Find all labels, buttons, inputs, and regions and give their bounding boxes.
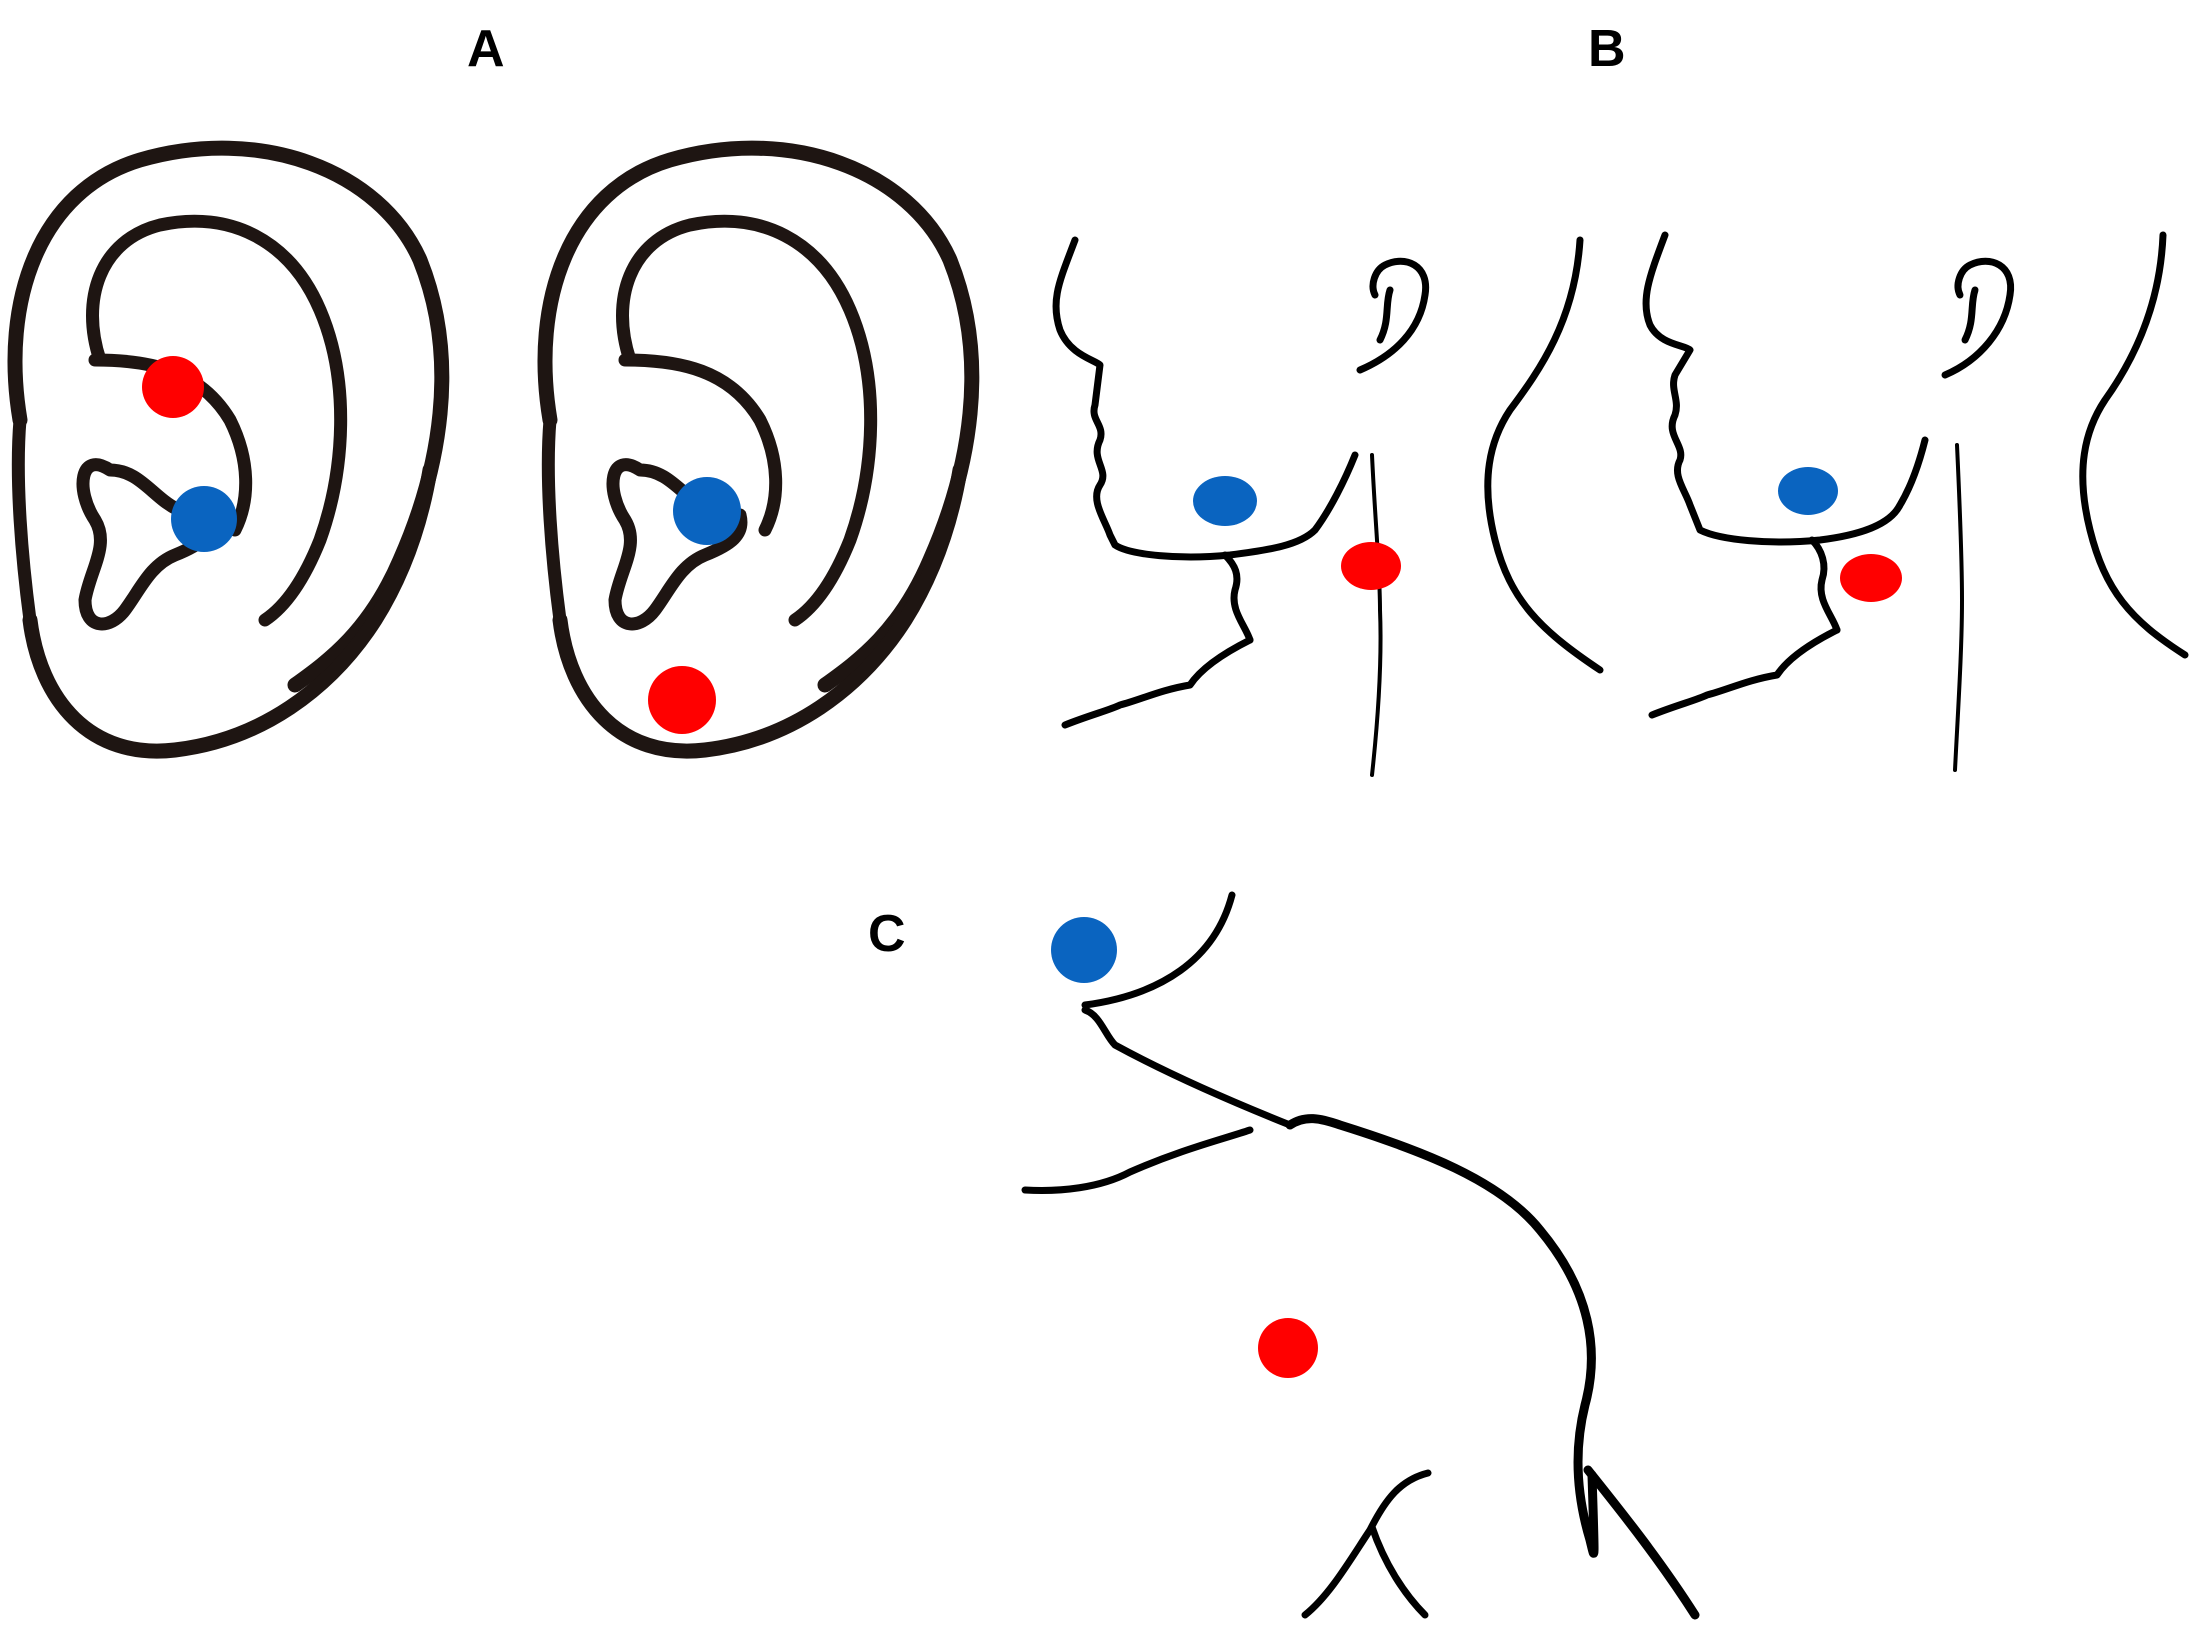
- head-left-throat: [1061, 636, 1254, 729]
- ear-left-antihelix: [86, 214, 348, 627]
- shoulder-neck: [1081, 1006, 1294, 1129]
- head-right-drawing: [1642, 231, 2189, 772]
- head-right-ear: [1941, 257, 2015, 379]
- ear-right-drawing: [537, 140, 980, 759]
- ear-left-outer-edge: [11, 413, 37, 627]
- shoulder-armpit-fold: [1368, 1523, 1429, 1619]
- panel-c: C: [868, 891, 1700, 1620]
- ear-right-outer-edge: [541, 413, 567, 627]
- ear-left-red-point: [142, 356, 204, 418]
- panel-b: B: [1052, 20, 2189, 777]
- head-right-face-profile: [1642, 231, 1929, 546]
- head-left-face-profile: [1052, 236, 1359, 561]
- shoulder-jaw: [1081, 891, 1236, 1009]
- head-left-neck-line: [1370, 453, 1383, 777]
- head-left-ear: [1356, 257, 1430, 374]
- ear-right-antihelix: [616, 214, 878, 627]
- head-right-chin-neck: [1808, 536, 1841, 634]
- head-right-blue-point: [1778, 467, 1838, 515]
- ear-left-blue-point: [171, 486, 237, 552]
- shoulder-collarbone: [1021, 1126, 1254, 1194]
- head-left-blue-point: [1193, 476, 1257, 526]
- panel-a-label: A: [467, 20, 505, 78]
- ear-right-lobe: [552, 462, 968, 759]
- panel-a: A: [7, 20, 980, 759]
- shoulder-top-arm: [1285, 1114, 1599, 1558]
- head-left-chin-neck: [1221, 551, 1254, 644]
- head-left-red-point: [1341, 542, 1401, 590]
- ear-right-crus: [618, 353, 783, 537]
- shoulder-arm-lower: [1583, 1465, 1700, 1620]
- head-left-back: [1484, 236, 1604, 674]
- head-right-red-point: [1840, 554, 1902, 602]
- ear-left-crus: [88, 353, 253, 537]
- head-right-back: [2079, 231, 2189, 659]
- head-left-drawing: [1052, 236, 1604, 777]
- head-right-throat: [1648, 626, 1841, 719]
- shoulder-blue-point: [1051, 917, 1117, 983]
- panel-b-label: B: [1588, 20, 1626, 78]
- ear-left-drawing: [7, 140, 450, 759]
- shoulder-drawing: [1021, 891, 1700, 1620]
- ear-right-red-point: [648, 666, 716, 734]
- panel-c-label: C: [868, 905, 906, 963]
- head-right-neck-line: [1953, 443, 1964, 772]
- shoulder-red-point: [1258, 1318, 1318, 1378]
- ear-left-lobe: [22, 462, 438, 759]
- ear-right-blue-point: [673, 477, 741, 545]
